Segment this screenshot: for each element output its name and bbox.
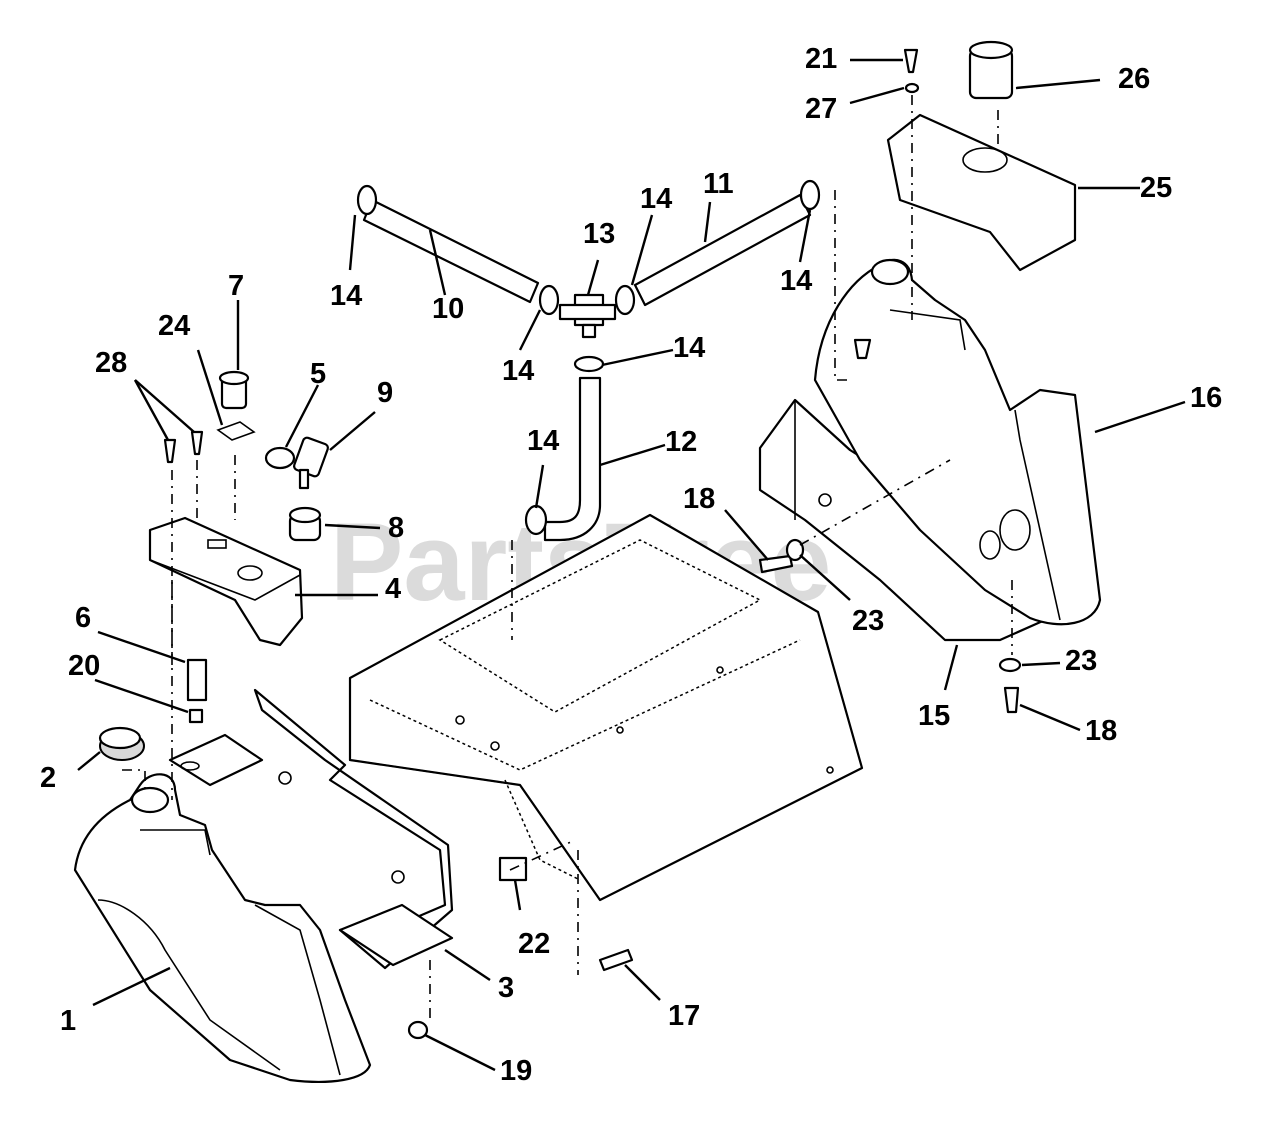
callout-15: 15	[918, 700, 950, 732]
callout-2: 2	[40, 762, 56, 794]
callout-19: 19	[500, 1055, 532, 1087]
callout-14: 14	[673, 332, 705, 364]
callout-1: 1	[60, 1005, 76, 1037]
screws	[163, 48, 1020, 1040]
grommet-8	[288, 506, 322, 542]
callout-27: 27	[805, 93, 837, 125]
left-fuel-tank	[73, 773, 372, 1083]
right-shield	[886, 113, 1077, 272]
callout-13: 13	[583, 218, 615, 250]
fuel-valve	[558, 293, 617, 339]
hose-10	[362, 198, 540, 304]
callout-labels: 1 2 3 4 5 6 7 8 9 10 11 12 13 14 14 14 1…	[40, 43, 1222, 1087]
callout-11: 11	[703, 168, 734, 200]
callout-14: 14	[330, 280, 362, 312]
callout-24: 24	[158, 310, 190, 342]
callout-26: 26	[1118, 63, 1150, 95]
callout-23: 23	[1065, 645, 1097, 677]
callout-20: 20	[68, 650, 100, 682]
callout-12: 12	[665, 426, 697, 458]
callout-22: 22	[518, 928, 550, 960]
callout-25: 25	[1140, 172, 1172, 204]
key-9	[292, 436, 330, 490]
fuel-cap-2	[98, 726, 145, 761]
assembly-lines	[122, 95, 1013, 1020]
callout-18: 18	[1085, 715, 1117, 747]
callout-14: 14	[527, 425, 559, 457]
left-console	[148, 516, 304, 647]
callout-3: 3	[498, 972, 514, 1004]
switch-7	[218, 370, 250, 410]
callout-14: 14	[640, 183, 672, 215]
callout-28: 28	[95, 347, 127, 379]
callout-23: 23	[852, 605, 884, 637]
callout-18: 18	[683, 483, 715, 515]
callout-5: 5	[310, 358, 326, 390]
callout-10: 10	[432, 293, 464, 325]
callout-9: 9	[377, 377, 393, 409]
callout-17: 17	[668, 1000, 700, 1032]
chassis-frame	[348, 513, 864, 902]
hose-clamps	[356, 179, 821, 536]
callout-16: 16	[1190, 382, 1222, 414]
hose-12	[543, 376, 602, 542]
washers	[785, 82, 1022, 673]
callout-4: 4	[385, 573, 401, 605]
callout-14: 14	[780, 265, 812, 297]
plug-5	[264, 446, 296, 470]
gasket-24	[216, 421, 256, 441]
callout-8: 8	[388, 512, 404, 544]
cap-26	[968, 40, 1014, 100]
callout-7: 7	[228, 270, 244, 302]
leader-lines	[77, 58, 1186, 1072]
fastener-6-20	[186, 658, 208, 724]
callout-6: 6	[75, 602, 91, 634]
callout-21: 21	[805, 43, 837, 75]
callout-14: 14	[502, 355, 534, 387]
left-fender-panel	[168, 688, 454, 970]
